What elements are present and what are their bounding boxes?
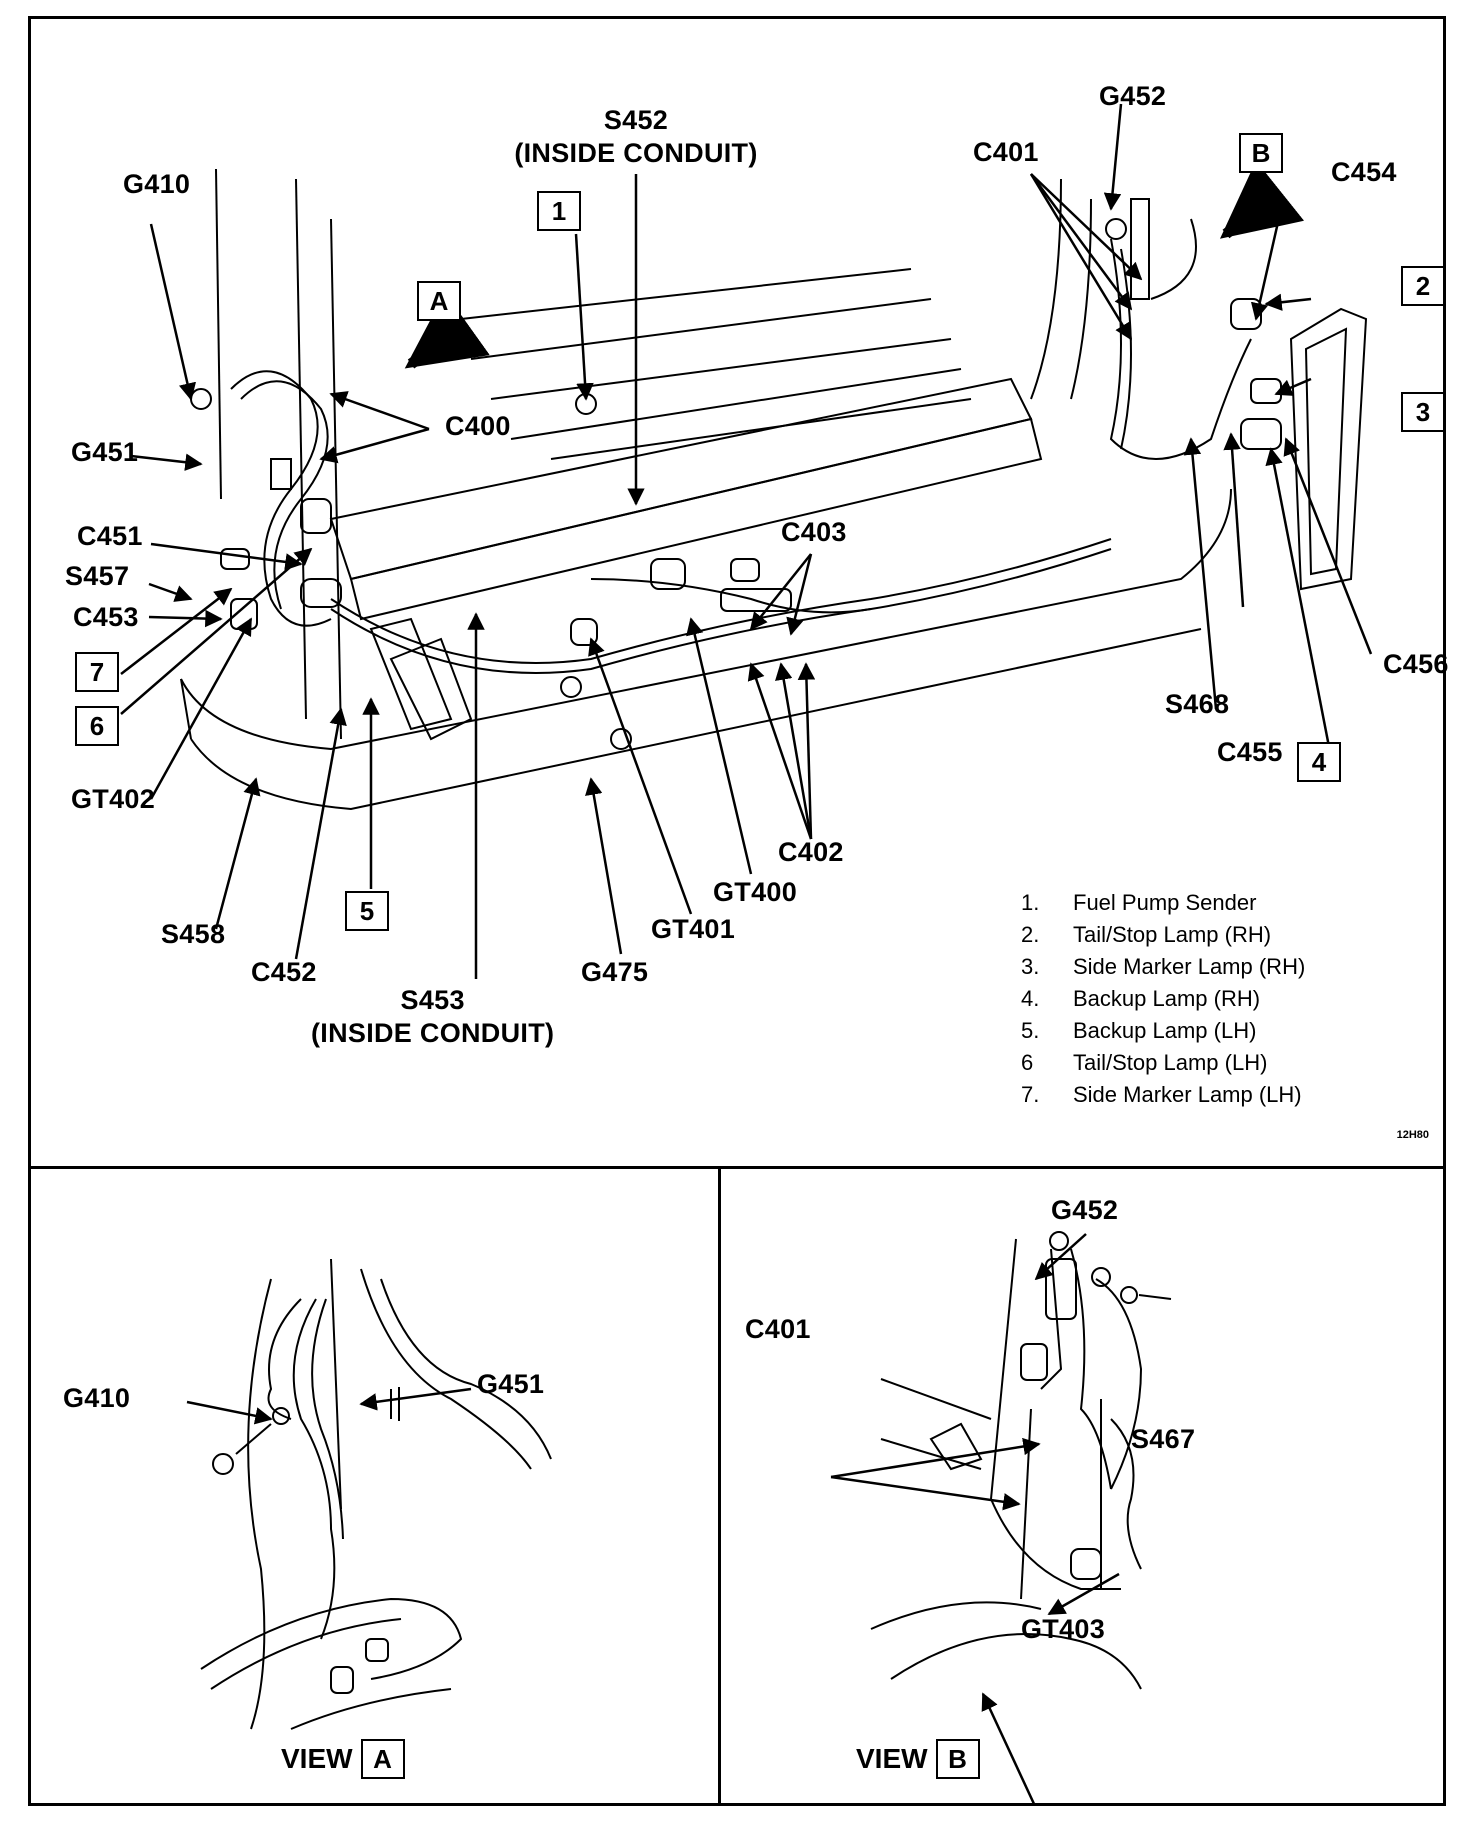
- g475-ground-label: G475: [581, 957, 649, 987]
- callout-3-side-marker-lamp-rh: 3: [1401, 392, 1445, 432]
- legend-item: 1.Fuel Pump Sender: [1021, 890, 1257, 915]
- s457-splice-label: S457: [65, 561, 130, 591]
- figure-code: 12H80: [1396, 1129, 1429, 1141]
- view-b-drawing: [830, 1231, 1172, 1803]
- leader-lines: [120, 103, 1373, 979]
- view-b-panel: G452 C401 S467 GT403 VIEW B: [721, 1169, 1443, 1803]
- view-a-title-box: A: [360, 1739, 405, 1779]
- component-legend: 1.Fuel Pump Sender 2.Tail/Stop Lamp (RH)…: [1021, 887, 1305, 1111]
- s468-splice-label: S468: [1165, 689, 1230, 719]
- c454-connector-label: C454: [1331, 157, 1397, 187]
- legend-item: 5.Backup Lamp (LH): [1021, 1018, 1257, 1043]
- s452-id: S452: [603, 105, 669, 135]
- callout-1-fuel-pump-sender: 1: [537, 191, 581, 231]
- view-b-callout-box: B: [1239, 133, 1283, 173]
- g410-ground-label: G410: [123, 169, 191, 199]
- g451-ground-label: G451: [71, 437, 139, 467]
- view-a-direction-arrow: [404, 292, 490, 369]
- gt400-ground-label: GT400: [713, 877, 798, 907]
- view-b-s467-label: S467: [1131, 1424, 1196, 1454]
- c453-connector-label: C453: [73, 602, 139, 632]
- main-harness-panel: S452 (INSIDE CONDUIT) G452 C401 C454 G41…: [31, 19, 1448, 1169]
- g452-ground-label: G452: [1099, 81, 1167, 111]
- view-b-g452-label: G452: [1051, 1195, 1119, 1225]
- callout-5-backup-lamp-lh: 5: [345, 891, 389, 931]
- view-b-title-box: B: [935, 1739, 980, 1779]
- main-harness-drawing: [120, 103, 1373, 979]
- c451-connector-label: C451: [77, 521, 143, 551]
- c403-connector-label: C403: [781, 517, 847, 547]
- c401-connector-label: C401: [973, 137, 1039, 167]
- view-b-title: VIEW B: [856, 1739, 980, 1779]
- view-b-c401-label: C401: [745, 1314, 811, 1344]
- s453-id: S453: [400, 985, 465, 1015]
- callout-7-side-marker-lamp-lh: 7: [75, 652, 119, 692]
- s453-splice-label: S453 (INSIDE CONDUIT): [311, 984, 554, 1050]
- view-a-callout-box: A: [417, 281, 461, 321]
- s453-note: (INSIDE CONDUIT): [311, 1018, 555, 1048]
- view-a-g451-label: G451: [477, 1369, 545, 1399]
- view-a-g410-label: G410: [63, 1383, 131, 1413]
- view-b-gt403-label: GT403: [1021, 1614, 1106, 1644]
- callout-4-backup-lamp-rh: 4: [1297, 742, 1341, 782]
- vehicle-outline: [180, 168, 1368, 811]
- legend-item: 7.Side Marker Lamp (LH): [1021, 1082, 1302, 1107]
- s452-splice-label: S452 (INSIDE CONDUIT): [491, 104, 781, 170]
- view-a-title-text: VIEW: [281, 1743, 353, 1774]
- legend-item: 4.Backup Lamp (RH): [1021, 986, 1261, 1011]
- view-a-drawing: [186, 1258, 552, 1730]
- callout-2-tail-stop-lamp-rh: 2: [1401, 266, 1445, 306]
- s452-note: (INSIDE CONDUIT): [514, 138, 758, 168]
- view-b-title-text: VIEW: [856, 1743, 928, 1774]
- s458-splice-label: S458: [161, 919, 226, 949]
- diagram-frame: S452 (INSIDE CONDUIT) G452 C401 C454 G41…: [28, 16, 1448, 1806]
- c400-connector-label: C400: [445, 411, 511, 441]
- c456-connector-label: C456: [1383, 649, 1449, 679]
- view-a-panel: G410 G451 VIEW A: [31, 1169, 721, 1803]
- view-a-title: VIEW A: [281, 1739, 405, 1779]
- c452-connector-label: C452: [251, 957, 317, 987]
- gt401-ground-label: GT401: [651, 914, 736, 944]
- callout-6-tail-stop-lamp-lh: 6: [75, 706, 119, 746]
- c402-connector-label: C402: [778, 837, 844, 867]
- c455-connector-label: C455: [1217, 737, 1283, 767]
- view-b-direction-arrow: [1219, 160, 1305, 239]
- legend-item: 2.Tail/Stop Lamp (RH): [1021, 922, 1272, 947]
- gt402-ground-label: GT402: [71, 784, 156, 814]
- legend-item: 3.Side Marker Lamp (RH): [1021, 954, 1306, 979]
